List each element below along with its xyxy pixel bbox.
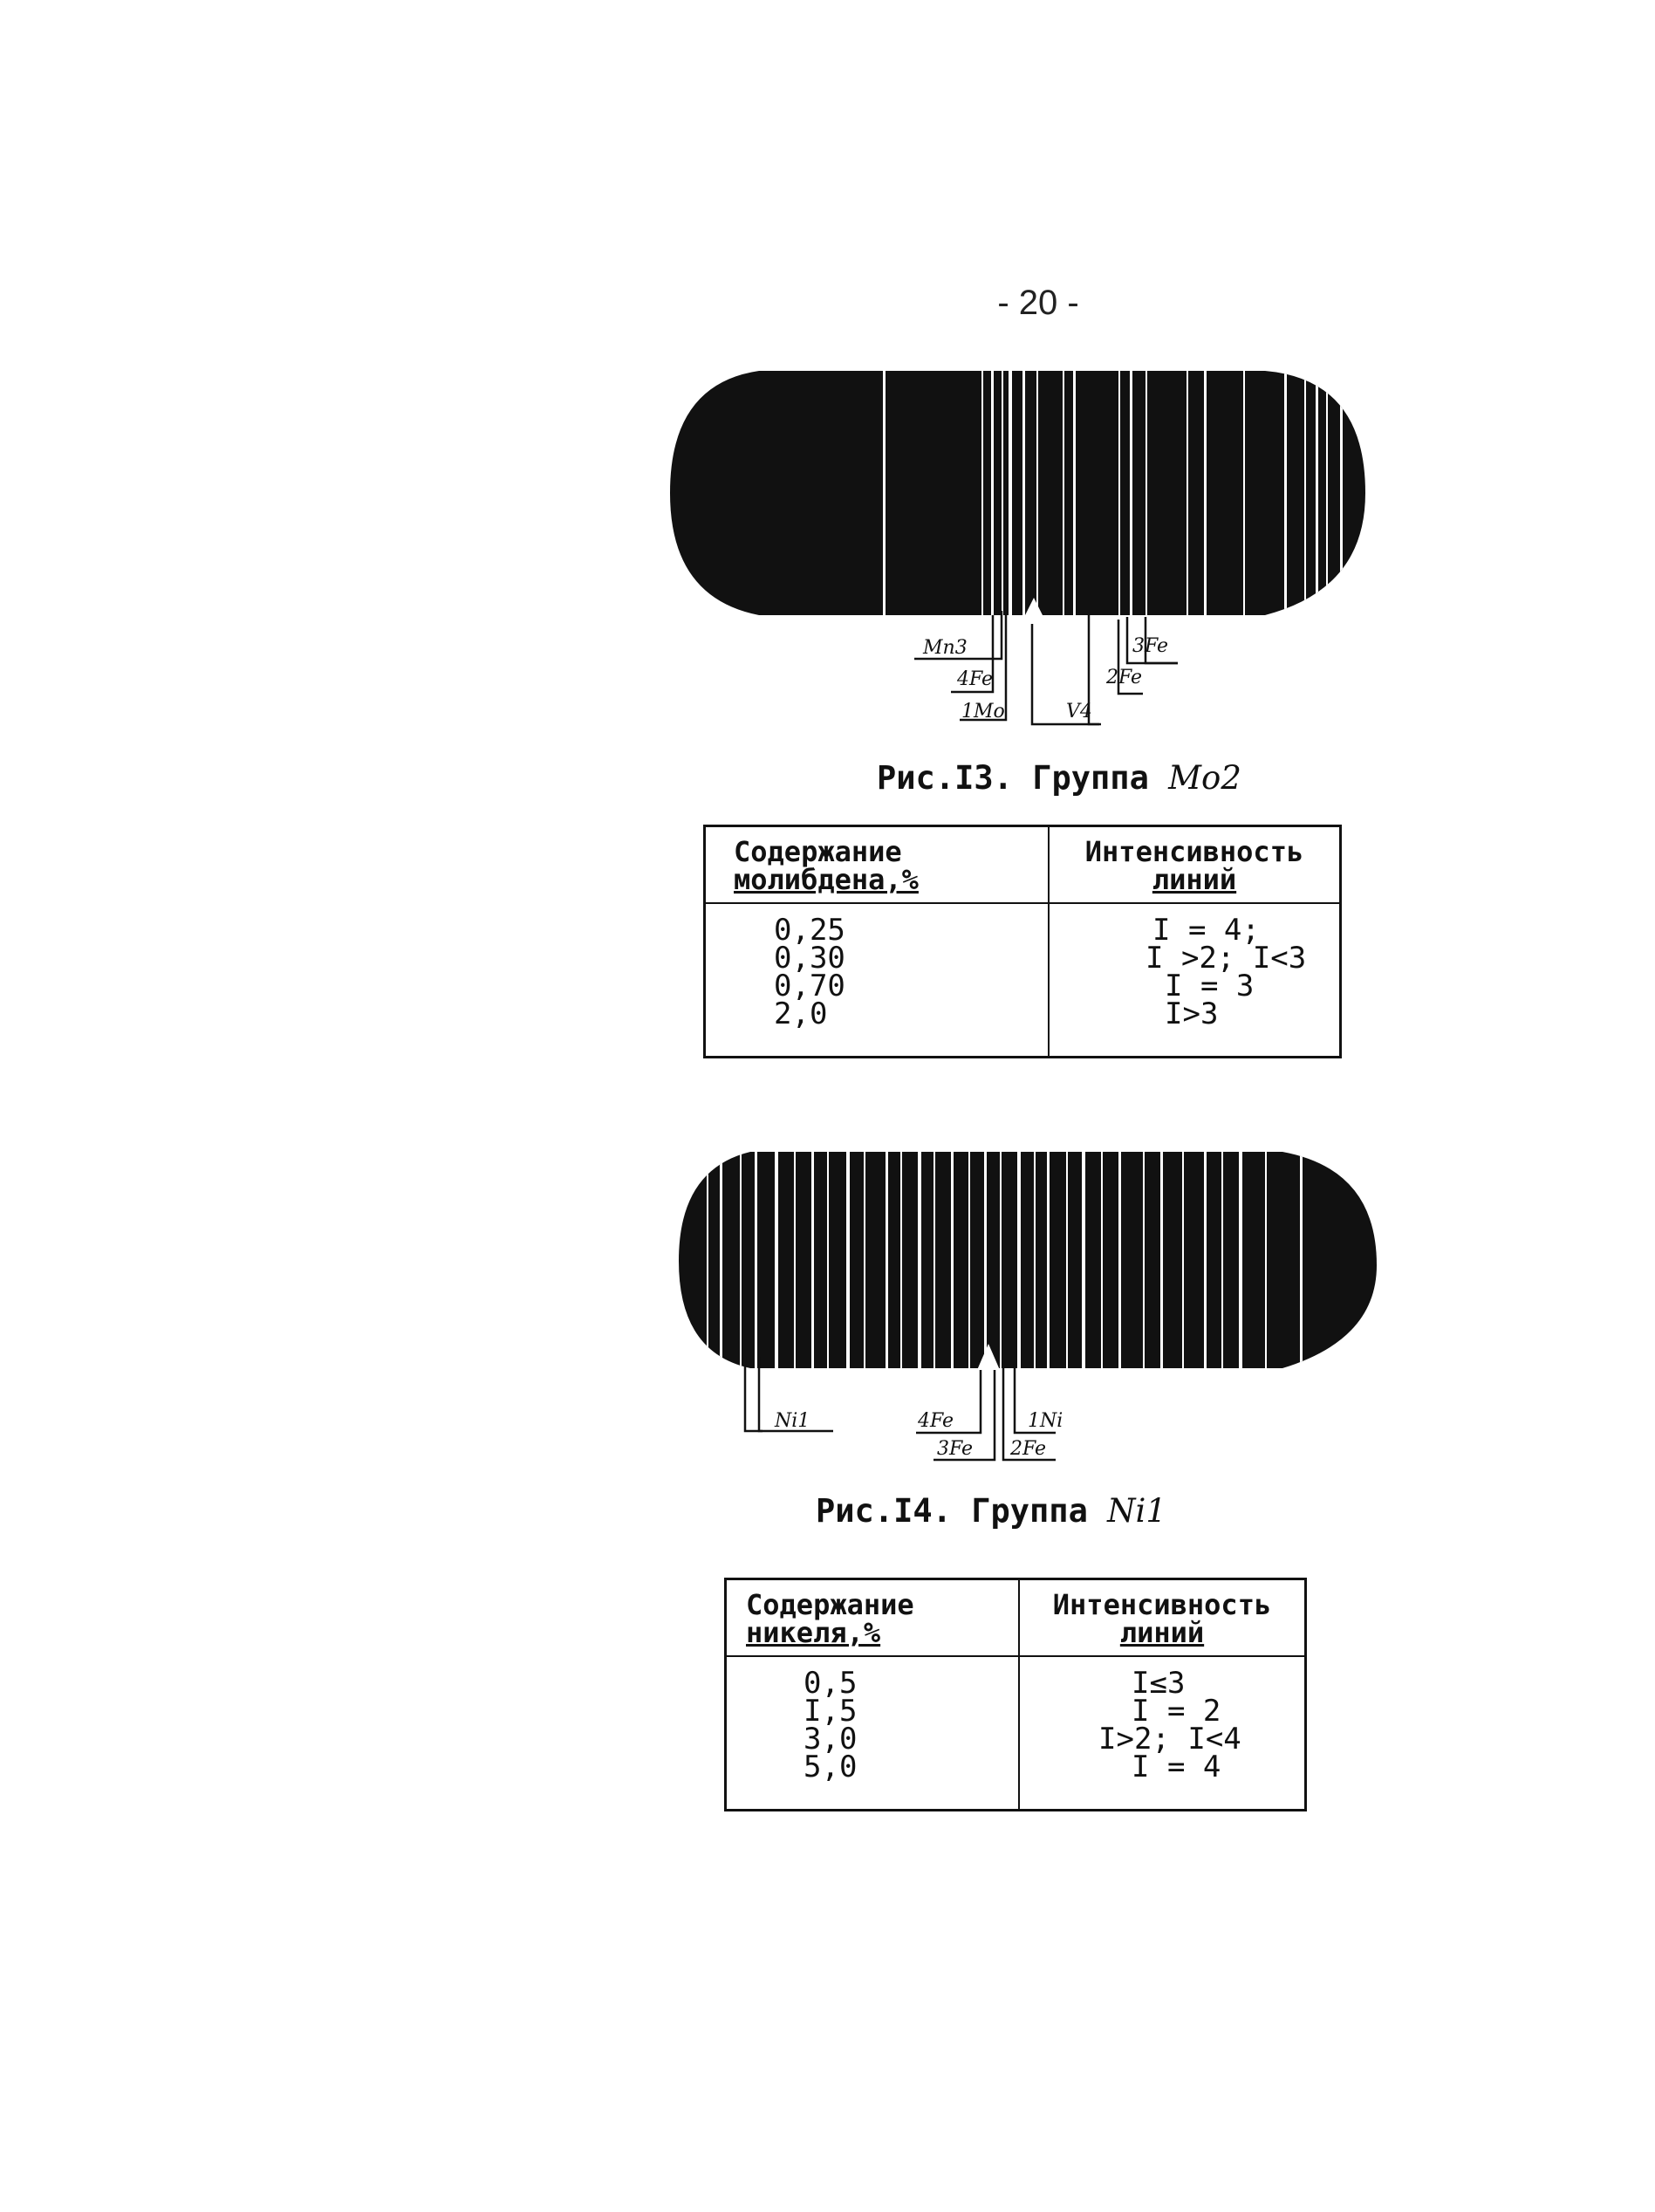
spectral-line (846, 1152, 850, 1368)
spectral-line (1265, 1152, 1267, 1368)
table-cell: 3,0 (804, 1721, 858, 1757)
table-cell: I>3 (1165, 996, 1219, 1031)
spectrum-image-fig13 (670, 371, 1365, 726)
spectral-line-label: 4Fe (957, 668, 994, 690)
spectral-line (1340, 371, 1343, 615)
table-cell: 0,25 (774, 912, 845, 948)
spectral-line (1160, 1152, 1163, 1368)
spectral-line (1143, 1152, 1145, 1368)
column-header-content: Содержание никеля,% (724, 1578, 1020, 1657)
spectral-line (827, 1152, 829, 1368)
spectral-line (1017, 1152, 1021, 1368)
spectral-line (1300, 1152, 1303, 1368)
spectral-line (1066, 1152, 1068, 1368)
spectral-line (1284, 371, 1287, 615)
spectrum-image-fig14 (679, 1152, 1377, 1462)
table-cell: I = 4; (1152, 912, 1260, 948)
spectral-line (1118, 1152, 1121, 1368)
spectral-line (864, 1152, 865, 1368)
spectral-line (1146, 371, 1147, 615)
spectral-line (1221, 1152, 1223, 1368)
spectral-line (1022, 371, 1025, 615)
spectral-line (811, 1152, 814, 1368)
spectral-line (984, 1152, 987, 1368)
spectral-line (1082, 1152, 1085, 1368)
molybdenum-table: Содержание молибдена,% Интенсивность лин… (703, 825, 1342, 1058)
spectral-line (1118, 371, 1120, 615)
column-header-content: Содержание молибдена,% (703, 825, 1050, 904)
content-values: 0,25 0,30 0,70 2,0 (703, 901, 1050, 1058)
intensity-values: I = 4; I >2; I<3 I = 3 I>3 (1048, 901, 1342, 1058)
spectral-line (951, 1152, 954, 1368)
spectral-line (981, 371, 983, 615)
spectral-line-label: V4 (1066, 701, 1092, 722)
page-number: - 20 - (997, 284, 1079, 322)
spectral-line (900, 1152, 902, 1368)
spectral-line-label: Ni1 (775, 1410, 810, 1432)
table-cell: 0,70 (774, 968, 845, 1003)
spectral-line (1187, 371, 1188, 615)
table-cell: I = 3 (1165, 968, 1255, 1003)
spectral-line (1316, 371, 1318, 615)
intensity-values: I≤3 I = 2 I>2; I<4 I = 4 (1018, 1654, 1307, 1811)
table-cell: 0,5 (804, 1665, 858, 1701)
caption-prefix: Рис.I3. Группа (877, 759, 1149, 797)
column-header-intensity: Интенсивность линий (1018, 1578, 1307, 1657)
spectral-line-label: Mn3 (923, 637, 968, 659)
spectral-line (1036, 371, 1038, 615)
spectral-line-label: 2Fe (1106, 667, 1143, 688)
spectral-line (794, 1152, 796, 1368)
spectral-line (740, 1152, 742, 1368)
spectral-line-label: 1Mo (961, 701, 1005, 722)
spectral-line (968, 1152, 970, 1368)
figure-caption-14: Рис.I4. Группа Ni1 (816, 1492, 1166, 1530)
table-cell: I>2; I<4 (1098, 1721, 1241, 1757)
table-cell: 0,30 (774, 940, 845, 976)
table-cell: I = 2 (1132, 1693, 1221, 1729)
spectral-line (883, 371, 886, 615)
spectral-line (918, 1152, 921, 1368)
spectral-line (775, 1152, 778, 1368)
spectral-line (1101, 1152, 1103, 1368)
spectral-line (1239, 1152, 1242, 1368)
caption-group: Ni1 (1107, 1492, 1166, 1530)
spectral-line (1204, 1152, 1207, 1368)
spectral-line (1002, 371, 1003, 615)
table-cell: I = 4 (1132, 1749, 1221, 1784)
spectral-line (720, 1152, 722, 1368)
spectral-line-label: 4Fe (918, 1410, 954, 1432)
table-cell: I,5 (804, 1693, 858, 1729)
spectral-line (707, 1152, 708, 1368)
spectral-line (1034, 1152, 1036, 1368)
spectral-line (1304, 371, 1306, 615)
spectral-line (1243, 371, 1245, 615)
spectral-line (755, 1152, 757, 1368)
table-cell: 2,0 (774, 996, 828, 1031)
spectral-line (991, 371, 994, 615)
column-header-intensity: Интенсивность линий (1048, 825, 1342, 904)
spectral-line (1000, 1152, 1002, 1368)
caption-prefix: Рис.I4. Группа (816, 1492, 1088, 1530)
nickel-table: Содержание никеля,% Интенсивность линий … (724, 1578, 1307, 1811)
caption-group: Mo2 (1168, 759, 1241, 797)
figure-caption-13: Рис.I3. Группа Mo2 (877, 759, 1241, 797)
spectral-line-label: 1Ni (1028, 1410, 1063, 1432)
table-cell: I >2; I<3 (1146, 940, 1307, 976)
spectral-line (1130, 371, 1132, 615)
spectral-line (1063, 371, 1064, 615)
spectral-line-label: 3Fe (937, 1438, 974, 1460)
spectral-line (886, 1152, 888, 1368)
spectral-line (1047, 1152, 1050, 1368)
table-cell: 5,0 (804, 1749, 858, 1784)
spectral-line-label: 2Fe (1010, 1438, 1047, 1460)
spectral-line-label: 3Fe (1132, 635, 1169, 657)
table-cell: I≤3 (1132, 1665, 1186, 1701)
spectral-line (1326, 371, 1328, 615)
spectral-line (1009, 371, 1012, 615)
spectral-line (1204, 371, 1207, 615)
content-values: 0,5 I,5 3,0 5,0 (724, 1654, 1020, 1811)
spectral-line (1073, 371, 1076, 615)
spectral-line (1182, 1152, 1184, 1368)
spectral-line (934, 1152, 935, 1368)
